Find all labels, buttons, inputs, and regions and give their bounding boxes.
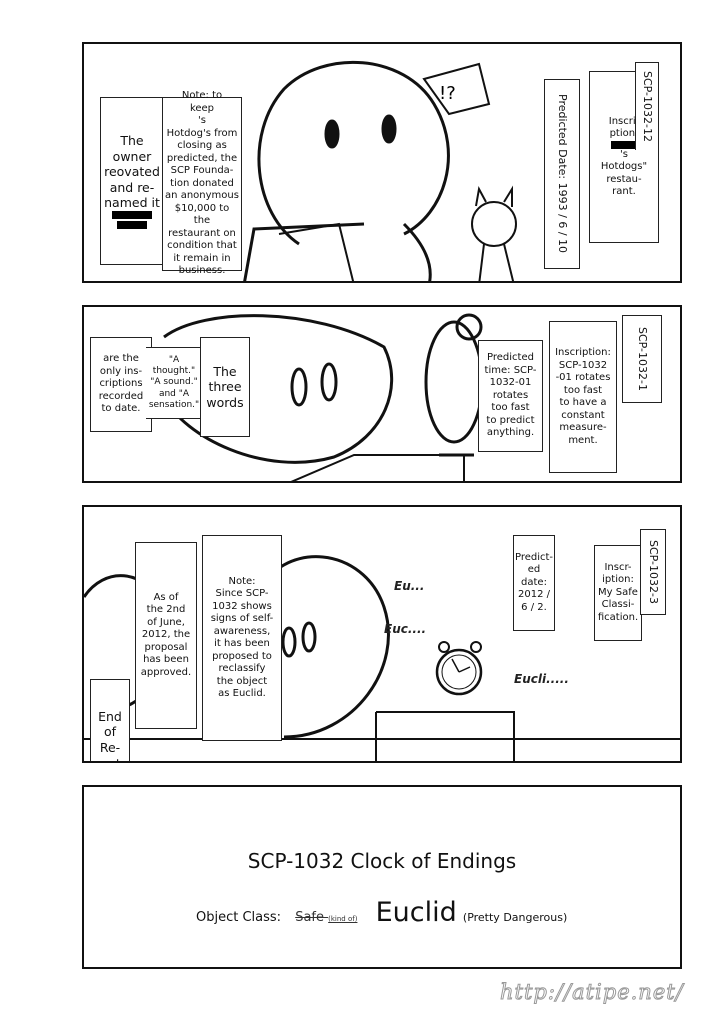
old-class-text: Safe (295, 910, 324, 925)
clock-drawing (435, 648, 483, 696)
inscription-caption: Inscription: SCP-1032 -01 rotates too fa… (549, 321, 617, 473)
end-of-report-caption: End of Re- port. (90, 679, 130, 761)
inscription-text-pre: Inscri- ption: (608, 115, 640, 140)
character-head (257, 60, 450, 246)
sfx-euc: Euc.... (384, 622, 427, 636)
panel-1: !? The owner reovated and re- named it N… (82, 42, 682, 283)
panel-4: SCP-1032 Clock of Endings Object Class: … (82, 785, 682, 969)
character-head (162, 314, 394, 464)
scp-label: SCP-1032-3 (640, 529, 666, 615)
exclaim-text: !? (439, 83, 456, 104)
inscription-caption: Inscr- iption: My Safe Classi- fication. (594, 545, 642, 641)
cat-mascot (471, 201, 517, 247)
predicted-time-caption: Predicted time: SCP- 1032-01 rotates too… (478, 340, 543, 452)
predicted-date-caption: Predicted Date: 1993 / 6 / 10 (544, 79, 580, 269)
redaction-bar (112, 211, 152, 220)
redaction-bar (117, 221, 147, 230)
sfx-eucli: Eucli..... (514, 672, 569, 686)
three-words-caption: The three words (200, 337, 250, 437)
old-class-note: (kind of) (328, 915, 358, 923)
scp-label: SCP-1032-1 (622, 315, 662, 403)
clock-drawing (424, 320, 484, 444)
object-class-label: Object Class: (196, 910, 282, 925)
object-class-line: Object Class: Safe (kind of) Euclid (Pre… (196, 897, 567, 928)
scp-label: SCP-1032-12 (635, 62, 659, 150)
old-class: Safe (kind of) (295, 910, 357, 925)
character-head (252, 555, 390, 739)
panel-2: are the only ins- criptions recorded to … (82, 305, 682, 483)
note-text-post: 's Hotdog's from closing as predicted, t… (165, 115, 239, 277)
predicted-date-caption: Predict- ed date: 2012 / 6 / 2. (513, 535, 555, 631)
note-text-pre: Note: to keep (181, 90, 223, 114)
watermark: http://atipe.net/ (500, 980, 684, 1005)
quotes-caption: "A thought." "A sound." and "A sensation… (146, 347, 202, 419)
inscription-text-post: 's Hotdogs" restau- rant. (600, 148, 648, 198)
sfx-eu: Eu... (394, 579, 425, 593)
euclid-note-caption: Note: Since SCP- 1032 shows signs of sel… (202, 535, 282, 741)
note-caption: Note: to keep 's Hotdog's from closing a… (162, 90, 242, 276)
page-title: SCP-1032 Clock of Endings (247, 849, 517, 873)
approved-caption: As of the 2nd of June, 2012, the proposa… (135, 542, 197, 729)
owner-caption: The owner reovated and re- named it (100, 97, 164, 265)
panel-1-drawing: !? (243, 60, 517, 281)
panel-3: Eu... Euc.... Eucli..... As of the 2nd o… (82, 505, 682, 763)
new-class-note: (Pretty Dangerous) (462, 911, 568, 924)
recorded-caption: are the only ins- criptions recorded to … (90, 337, 152, 432)
redaction-bar (611, 140, 637, 149)
speech-bubble (422, 62, 491, 116)
owner-caption-text: The owner reovated and re- named it (104, 132, 160, 211)
new-class: Euclid (375, 897, 457, 928)
